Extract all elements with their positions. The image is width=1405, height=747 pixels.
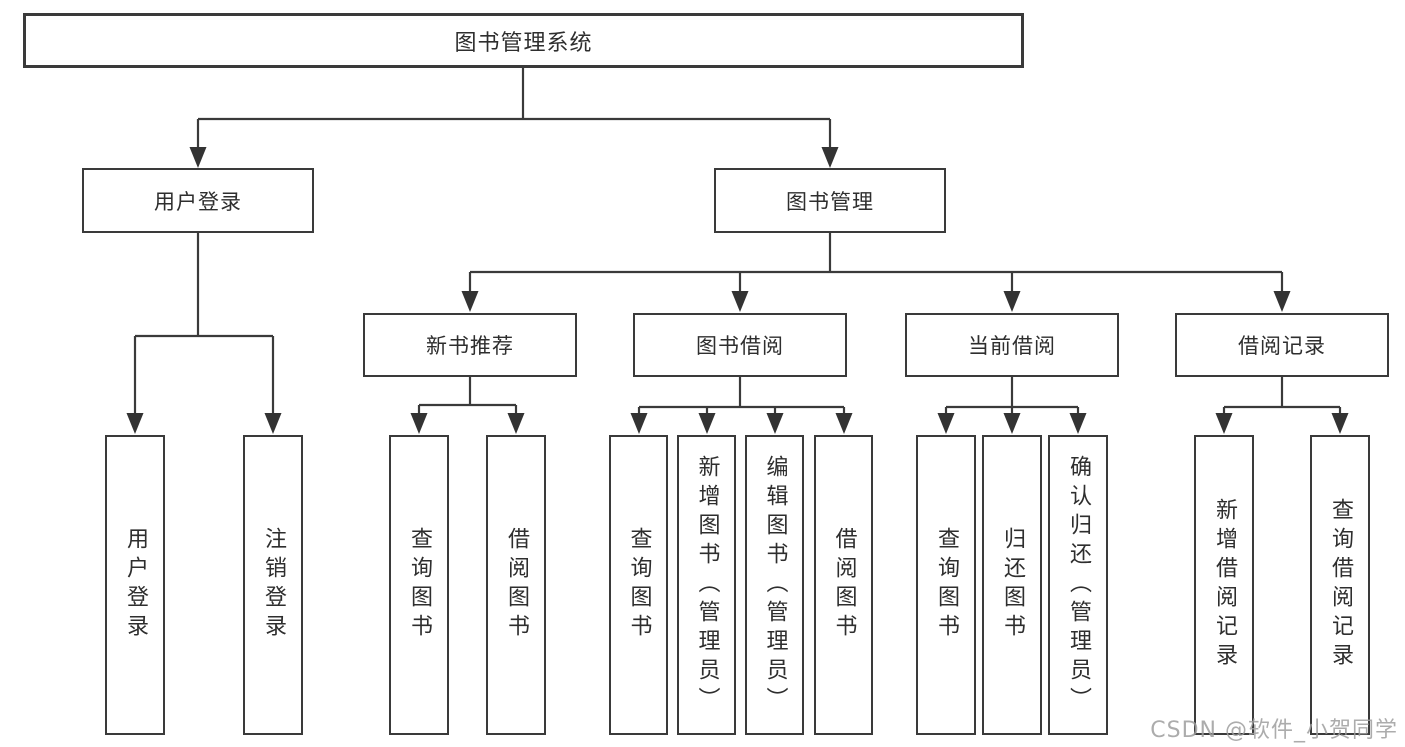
node-confirm-return-admin: 确认归还（管理员）	[1048, 435, 1108, 735]
node-new-book-recommend: 新书推荐	[363, 313, 577, 377]
node-query-books-current: 查询图书	[916, 435, 976, 735]
node-query-books-current-label: 查询图书	[934, 527, 959, 643]
node-book-borrow: 图书借阅	[633, 313, 847, 377]
node-add-borrow-record-label: 新增借阅记录	[1212, 498, 1237, 672]
node-user-login: 用户登录	[105, 435, 165, 735]
node-return-book-label: 归还图书	[1000, 527, 1025, 643]
node-user-login-branch: 用户登录	[82, 168, 314, 233]
node-query-books-recommend-label: 查询图书	[407, 527, 432, 643]
node-query-books-borrow: 查询图书	[609, 435, 668, 735]
node-query-borrow-record-label: 查询借阅记录	[1328, 498, 1353, 672]
node-return-book: 归还图书	[982, 435, 1042, 735]
node-borrow-records: 借阅记录	[1175, 313, 1389, 377]
node-borrow-book-recommend: 借阅图书	[486, 435, 546, 735]
node-logout-label: 注销登录	[261, 527, 286, 643]
node-query-books-recommend: 查询图书	[389, 435, 449, 735]
node-add-book-admin-label: 新增图书（管理员）	[694, 454, 720, 716]
node-borrow-book-recommend-label: 借阅图书	[504, 527, 529, 643]
watermark: CSDN @软件_小贺同学	[1150, 718, 1398, 743]
node-borrow-book-label: 借阅图书	[831, 527, 857, 643]
node-edit-book-admin-label: 编辑图书（管理员）	[762, 454, 788, 716]
node-add-borrow-record: 新增借阅记录	[1194, 435, 1254, 735]
node-user-login-label: 用户登录	[123, 527, 148, 643]
node-query-books-borrow-label: 查询图书	[626, 527, 652, 643]
node-edit-book-admin: 编辑图书（管理员）	[745, 435, 804, 735]
node-current-borrow: 当前借阅	[905, 313, 1119, 377]
node-borrow-book: 借阅图书	[814, 435, 873, 735]
node-root: 图书管理系统	[23, 13, 1024, 68]
node-logout: 注销登录	[243, 435, 303, 735]
arrowheads	[126, 147, 1349, 434]
node-add-book-admin: 新增图书（管理员）	[677, 435, 736, 735]
node-confirm-return-admin-label: 确认归还（管理员）	[1066, 454, 1091, 716]
node-query-borrow-record: 查询借阅记录	[1310, 435, 1370, 735]
node-book-management-branch: 图书管理	[714, 168, 946, 233]
